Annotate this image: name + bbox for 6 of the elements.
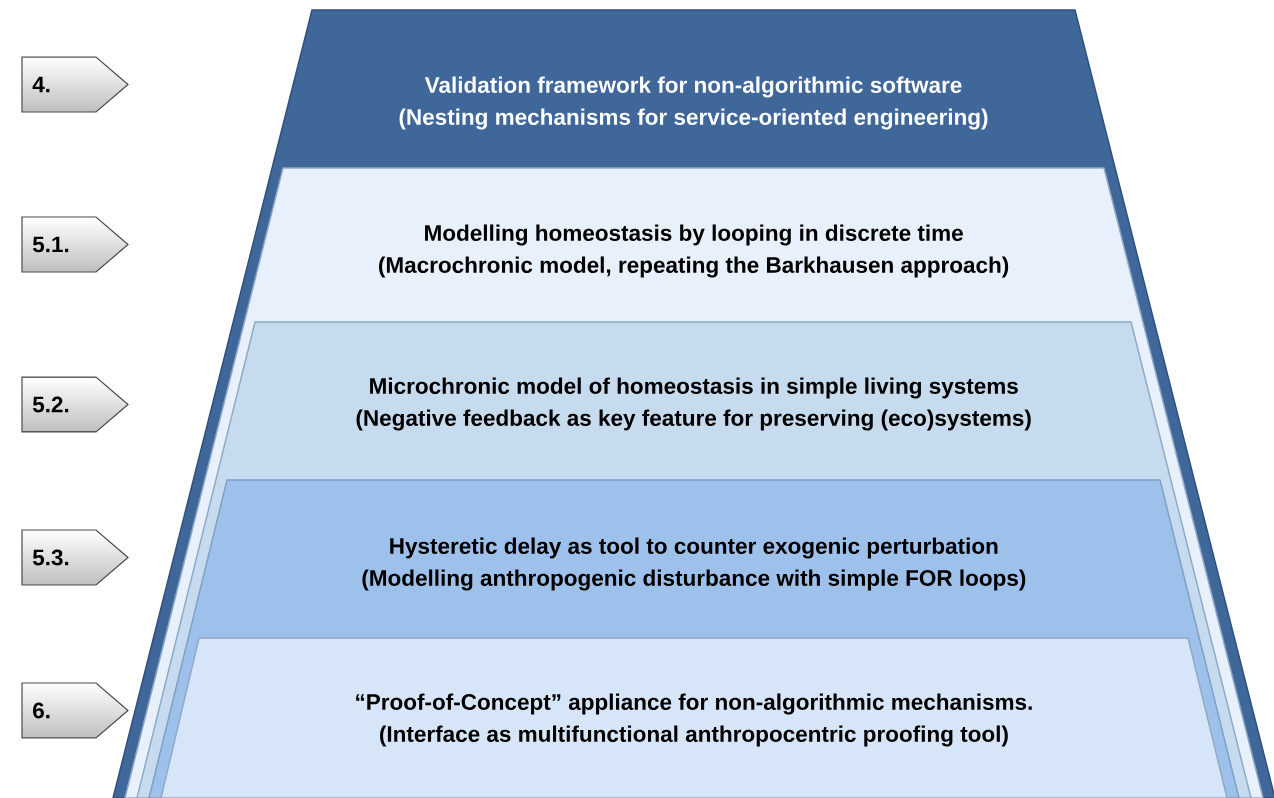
number-tag: 5.3. [21,529,129,586]
layer-band: “Proof-of-Concept” appliance for non-algorithmic mechanisms. (Interface as multifunctional anthropocentric proofing tool) [160,637,1228,798]
number-tag: 5.2. [21,376,129,433]
number-tag: 6. [21,682,129,739]
number-tag: 5.1. [21,216,129,273]
number-tag: 4. [21,56,129,113]
